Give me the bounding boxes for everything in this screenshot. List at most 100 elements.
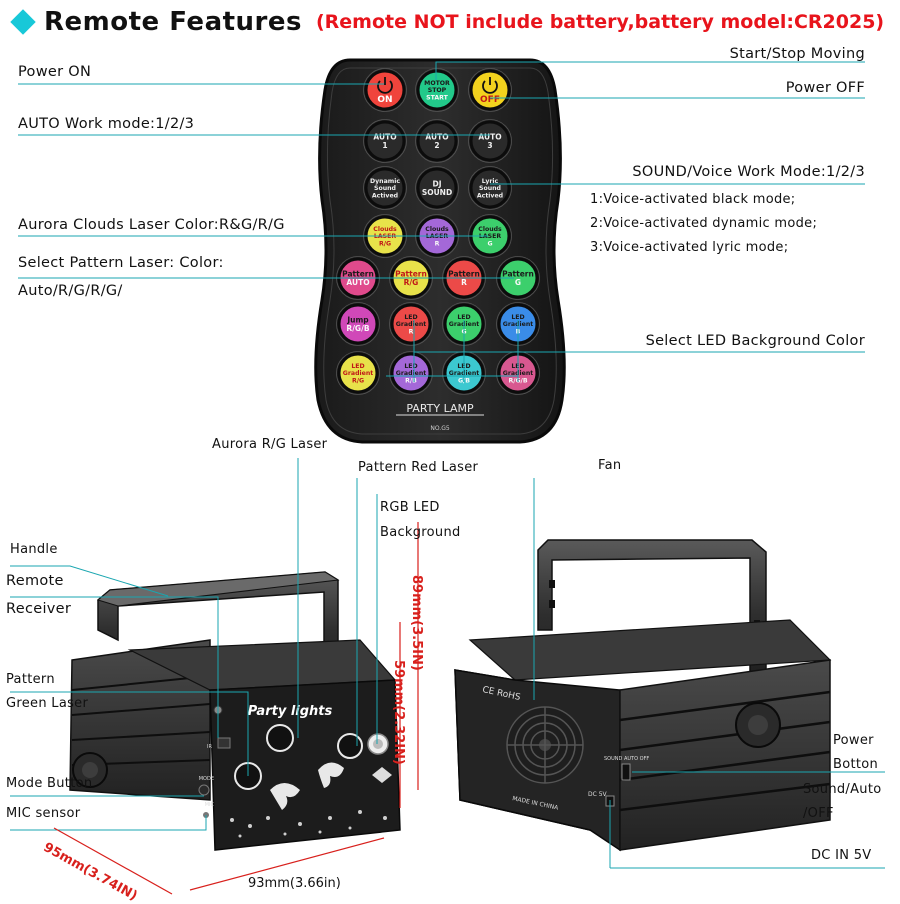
power-icon bbox=[377, 77, 393, 94]
back-device: CE RoHS MADE IN CHINA SOUND AUTO OFF DC … bbox=[454, 539, 832, 852]
label-fan: Fan bbox=[598, 458, 622, 473]
remote-button-label: R/G bbox=[352, 378, 364, 385]
header-battery-note: (Remote NOT include battery,battery mode… bbox=[315, 11, 885, 33]
pattern-red-lens bbox=[337, 733, 363, 759]
remote-button-label: DJ bbox=[432, 179, 441, 188]
remote-button-label: R/B bbox=[405, 378, 417, 385]
remote-button-label: Sound bbox=[479, 185, 501, 192]
remote-button-label: SOUND bbox=[422, 188, 452, 197]
remote-button-face[interactable] bbox=[469, 120, 511, 162]
remote-button-label: R/G bbox=[379, 241, 391, 248]
device-callout-lines bbox=[10, 458, 885, 869]
label-sound-3: 3:Voice-activated lyric mode; bbox=[590, 240, 789, 255]
remote-button-ring bbox=[363, 166, 407, 210]
remote-button-ring bbox=[468, 166, 512, 210]
remote-button-label: Dynamic bbox=[370, 178, 400, 185]
power-icon bbox=[482, 77, 498, 94]
remote-button-label: LASER bbox=[479, 233, 501, 240]
label-sound-mode: SOUND/Voice Work Mode:1/2/3 bbox=[632, 164, 865, 180]
remote-button-label: Actived bbox=[477, 193, 503, 200]
remote-button-label: R bbox=[461, 278, 467, 287]
remote-button-0-0[interactable]: ON bbox=[363, 68, 407, 112]
remote-brand: PARTY LAMP bbox=[406, 402, 474, 415]
label-pattern-green-2: Green Laser bbox=[6, 696, 89, 711]
remote-button-label: Clouds bbox=[478, 226, 502, 233]
fish-decoration-2 bbox=[318, 762, 344, 788]
sound-switch-tag: SOUND AUTO OFF bbox=[604, 756, 649, 762]
page-header: Remote Features (Remote NOT include batt… bbox=[8, 4, 884, 40]
remote-button-face[interactable] bbox=[469, 167, 511, 209]
remote-button-label: R/G bbox=[404, 278, 419, 287]
remote-button-face[interactable] bbox=[390, 303, 432, 345]
remote-button-face[interactable] bbox=[416, 167, 458, 209]
remote-button-ring bbox=[415, 166, 459, 210]
label-handle: Handle bbox=[10, 542, 58, 557]
remote-button-label: Pattern bbox=[448, 269, 480, 278]
remote-button-face[interactable] bbox=[390, 352, 432, 394]
remote-button-face[interactable] bbox=[469, 69, 511, 111]
remote-button-face[interactable] bbox=[337, 303, 379, 345]
front-logo: Party lights bbox=[248, 704, 333, 719]
remote-button-label: Sound bbox=[374, 185, 396, 192]
label-led-bg: Select LED Background Color bbox=[645, 333, 865, 349]
remote-button-label: R/G/B bbox=[346, 324, 369, 333]
label-power-on: Power ON bbox=[18, 64, 92, 80]
remote-button-label: Clouds bbox=[373, 226, 397, 233]
remote-callout-lines bbox=[18, 61, 865, 382]
remote-button-label: Actived bbox=[372, 193, 398, 200]
dimension-lines bbox=[53, 522, 419, 895]
remote-button-ring bbox=[389, 351, 433, 395]
remote-button-face[interactable] bbox=[416, 120, 458, 162]
remote-button-label: G bbox=[515, 278, 521, 287]
remote-button-ring bbox=[415, 119, 459, 163]
remote-button-label: AUTO bbox=[425, 132, 448, 141]
left-knob-center bbox=[82, 762, 98, 778]
remote-button-label: STOP bbox=[428, 87, 447, 94]
remote-button-label: LED bbox=[351, 363, 364, 370]
label-pattern-green-1: Pattern bbox=[6, 672, 55, 687]
mic-tag: MIC bbox=[205, 802, 215, 808]
remote-button-label: LASER bbox=[374, 233, 396, 240]
remote-button-label: 2 bbox=[434, 141, 439, 150]
right-knob-center bbox=[748, 715, 768, 735]
label-dc-in: DC IN 5V bbox=[811, 848, 872, 863]
remote-button-face[interactable] bbox=[364, 167, 406, 209]
remote-button-face[interactable] bbox=[416, 69, 458, 111]
remote-button-label: Gradient bbox=[396, 321, 426, 328]
remote-button-label: MOTOR bbox=[424, 80, 450, 87]
label-power-off: Power OFF bbox=[785, 80, 865, 96]
label-auto-mode: AUTO Work mode:1/2/3 bbox=[18, 116, 195, 132]
dim-width: 93mm(3.66in) bbox=[248, 876, 341, 891]
remote-button-label: Pattern bbox=[342, 269, 374, 278]
laser-warning-icon bbox=[372, 767, 392, 783]
label-remote-2: Receiver bbox=[6, 601, 72, 617]
remote-button-face[interactable] bbox=[364, 69, 406, 111]
label-power-1: Power bbox=[833, 733, 874, 748]
remote-button-ring bbox=[363, 68, 407, 112]
remote-button-0-2[interactable]: OFF bbox=[468, 68, 512, 112]
remote-button-label: 3 bbox=[487, 141, 492, 150]
fish-decoration bbox=[270, 783, 300, 810]
remote-button-label: Pattern bbox=[395, 269, 427, 278]
remote-button-ring bbox=[468, 68, 512, 112]
remote-button-ring bbox=[363, 119, 407, 163]
label-pattern-color-1: Select Pattern Laser: Color: bbox=[18, 255, 224, 271]
remote-button-label: LASER bbox=[426, 233, 448, 240]
remote-button-label: LED bbox=[404, 314, 417, 321]
remote-button-label: AUTO bbox=[478, 132, 501, 141]
remote-button-face[interactable] bbox=[364, 120, 406, 162]
remote-button-face[interactable] bbox=[337, 352, 379, 394]
